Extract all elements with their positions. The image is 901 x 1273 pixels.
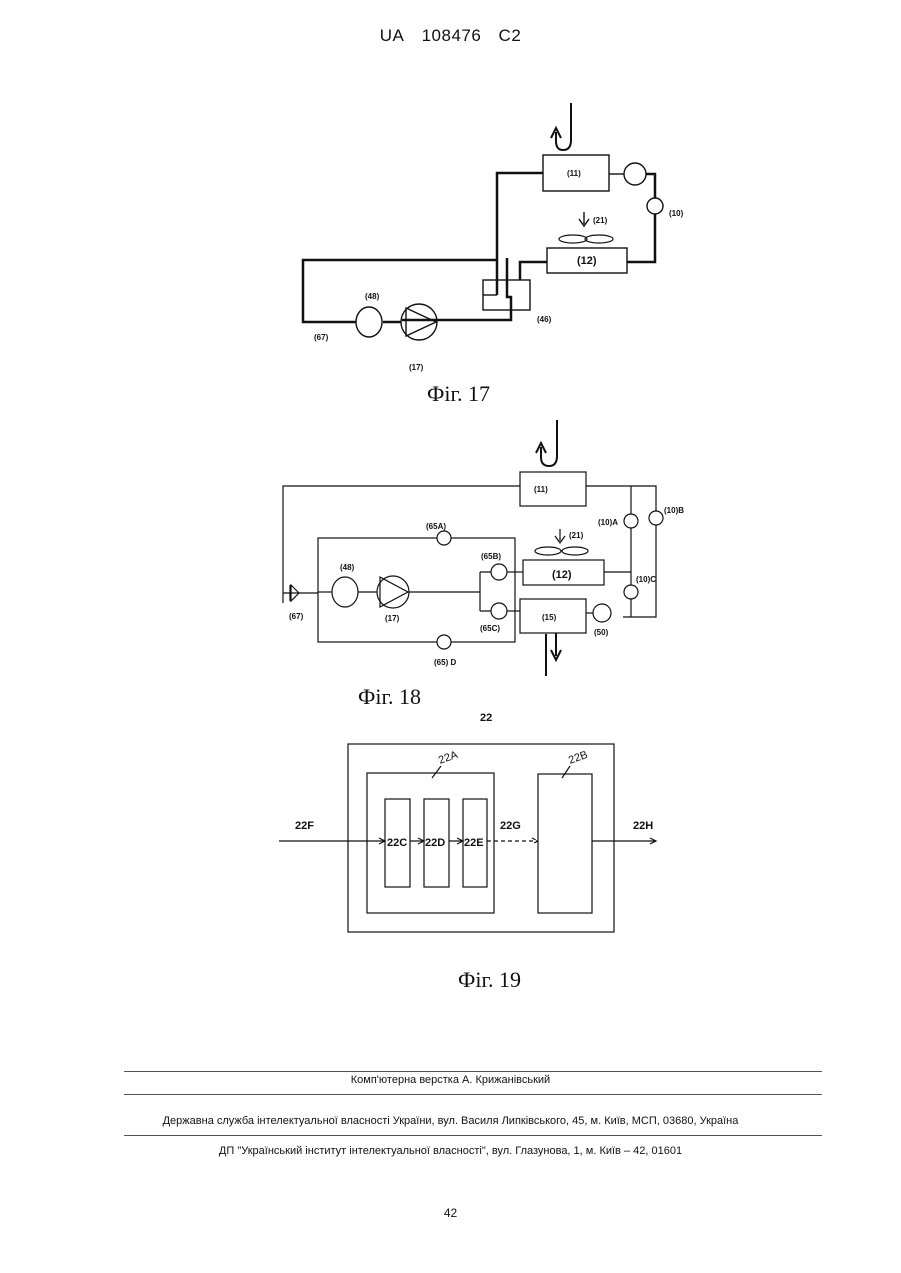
label-22G: 22G [500,820,521,832]
layout-credit: Комп'ютерна верстка А. Крижанівський [0,1074,901,1086]
label-22F: 22F [295,820,314,832]
label-22C: 22C [387,837,407,849]
agency-address: Державна служба інтелектуальної власност… [0,1115,901,1127]
footer-rule-2 [124,1094,822,1095]
page-number: 42 [0,1206,901,1220]
label-22: 22 [480,712,492,724]
institute-address: ДП "Український інститут інтелектуальної… [0,1145,901,1157]
label-22B: 22B [567,749,590,767]
label-22H: 22H [633,820,653,832]
label-22E: 22E [464,837,484,849]
footer-rule-1 [124,1071,822,1072]
label-22A: 22A [437,749,460,767]
block-22B [538,774,592,913]
label-22D: 22D [425,837,445,849]
figure-19-caption: Фіг. 19 [458,967,521,993]
figure-19-diagram: 22 22A 22B 22F 22C 22D 22E 22G 22H [0,0,901,1000]
footer-rule-3 [124,1135,822,1136]
